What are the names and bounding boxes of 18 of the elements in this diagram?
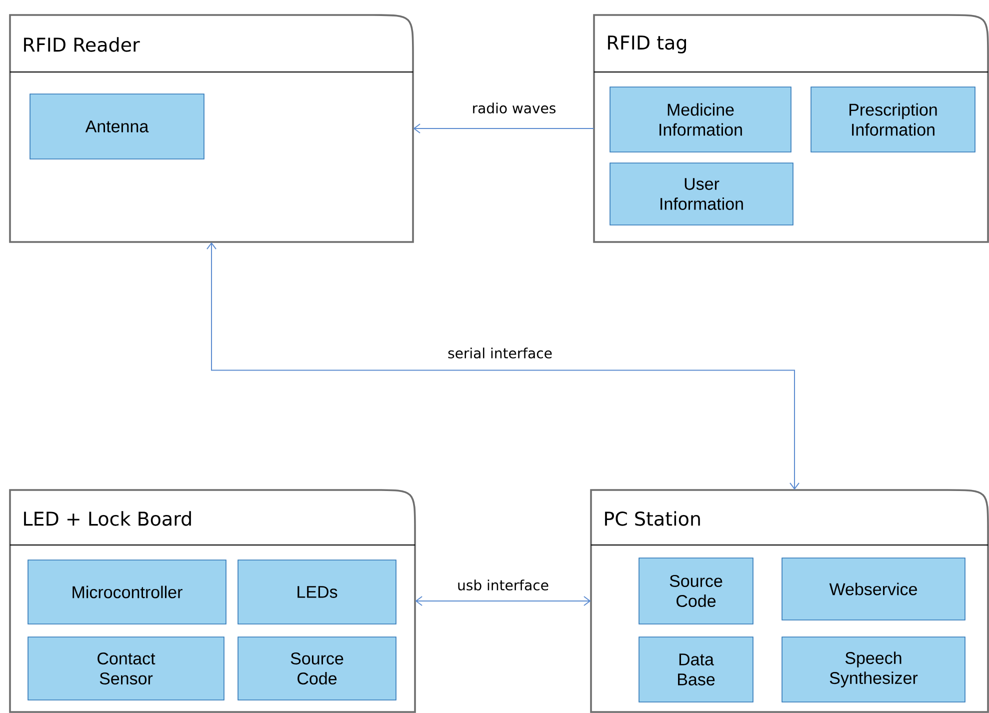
component-box: Prescription Information bbox=[810, 86, 976, 152]
connector-arrow bbox=[415, 596, 591, 606]
edge-label: usb interface bbox=[456, 578, 550, 592]
component-box: Antenna bbox=[30, 94, 204, 160]
edge-label: serial interface bbox=[446, 346, 554, 360]
component-box: Data Base bbox=[638, 636, 754, 702]
component-box: Microcontroller bbox=[28, 560, 226, 624]
connector-arrow bbox=[413, 124, 594, 134]
component-box: Medicine Information bbox=[610, 86, 792, 152]
component-box: Webservice bbox=[782, 558, 966, 620]
connector-arrow bbox=[206, 242, 800, 490]
component-box: Source Code bbox=[238, 636, 396, 700]
component-box: Contact Sensor bbox=[28, 636, 224, 700]
component-box: LEDs bbox=[238, 560, 396, 624]
component-box: User Information bbox=[610, 162, 794, 226]
component-box: Speech Synthesizer bbox=[782, 636, 966, 702]
component-box: Source Code bbox=[638, 558, 754, 624]
edge-label: radio waves bbox=[470, 102, 558, 114]
